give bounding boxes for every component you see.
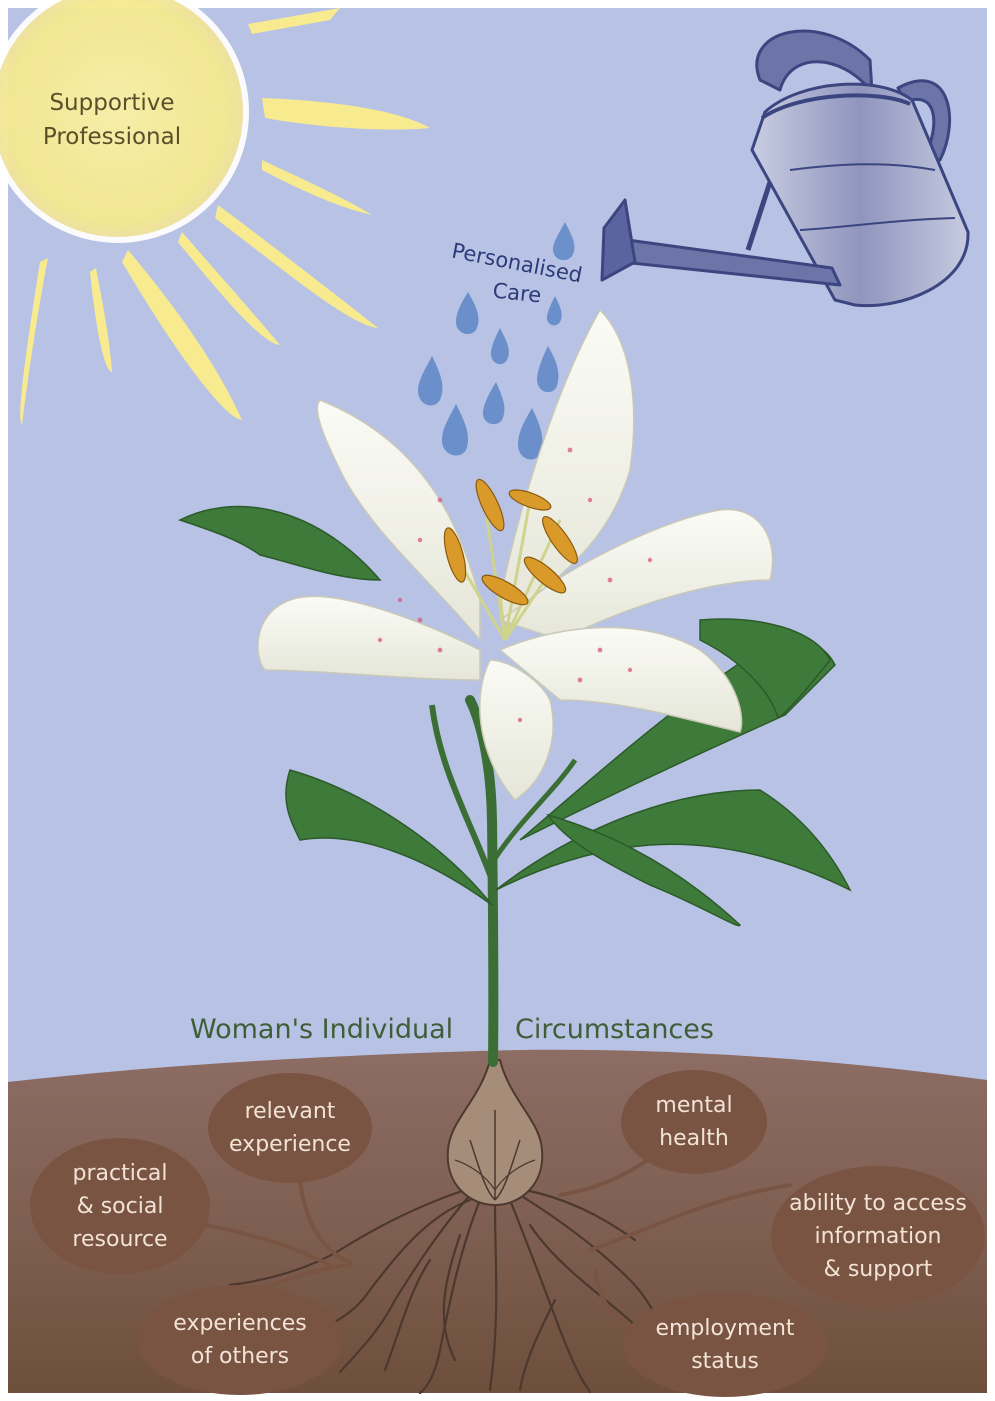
factor-experiences-of-others: experiences of others (138, 1285, 342, 1395)
supportive-professional-label: Supportive Professional (22, 86, 202, 154)
factor-mental-health: mental health (621, 1070, 767, 1174)
ground-title-left: Woman's Individual (190, 1010, 490, 1050)
factor-practical-social-resource: practical & social resource (30, 1138, 210, 1274)
factor-ability-to-access: ability to access information & support (771, 1166, 985, 1306)
factor-employment-status: employment status (623, 1293, 827, 1397)
ground-title-right: Circumstances (515, 1010, 745, 1050)
personalised-care-label: Personalised Care (432, 248, 602, 308)
factor-relevant-experience: relevant experience (208, 1073, 372, 1183)
